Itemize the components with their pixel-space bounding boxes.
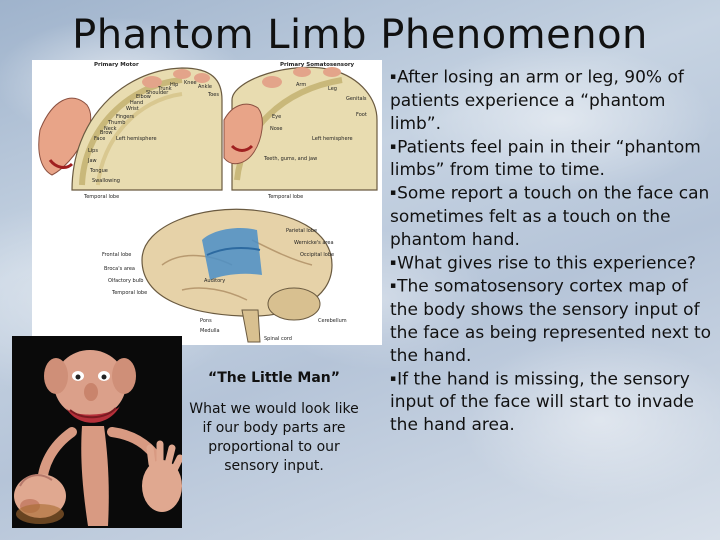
bullet-text: After losing an arm or leg, 90% of patie… xyxy=(390,67,684,134)
bullet-text: Some report a touch on the face can some… xyxy=(390,183,710,250)
bullet-text: The somatosensory cortex map of the body… xyxy=(390,276,712,366)
label-temporal-lobe-c: Temporal lobe xyxy=(111,290,147,296)
bullet-marker: ▪ xyxy=(390,257,397,268)
label-hand: Hand xyxy=(130,100,143,106)
label-neck: Neck xyxy=(104,126,117,132)
caption-text: What we would look like if our body part… xyxy=(189,401,359,474)
bullet-item: ▪If the hand is missing, the sensory inp… xyxy=(390,368,712,438)
label-brocas-area: Broca's area xyxy=(104,266,135,272)
label-trunk: Trunk xyxy=(157,86,172,92)
label-frontal-lobe: Frontal lobe xyxy=(102,252,131,258)
caption-title: “The Little Man” xyxy=(208,370,340,386)
bullet-marker: ▪ xyxy=(390,188,397,198)
label-lips: Lips xyxy=(88,148,98,154)
label-temporal-lobe-b: Temporal lobe xyxy=(267,194,303,200)
bullet-marker: ▪ xyxy=(390,281,397,291)
label-cerebellum: Cerebellum xyxy=(318,318,347,324)
bullet-marker: ▪ xyxy=(390,141,397,152)
label-olfactory-bulb: Olfactory bulb xyxy=(108,278,143,284)
label-face: Face xyxy=(94,136,105,142)
label-auditory: Auditory xyxy=(204,278,225,284)
bullet-item: ▪What gives rise to this experience? xyxy=(390,252,712,276)
label-tongue: Tongue xyxy=(89,168,108,174)
bullet-item: ▪The somatosensory cortex map of the bod… xyxy=(390,275,712,368)
bullet-text: Patients feel pain in their “phantom lim… xyxy=(390,137,701,180)
label-eye: Eye xyxy=(272,114,281,120)
caption-box: “The Little Man” What we would look like… xyxy=(186,370,362,476)
bullet-item: ▪Patients feel pain in their “phantom li… xyxy=(390,136,712,183)
sensory-homunculus-image xyxy=(12,336,182,528)
label-toes: Toes xyxy=(207,92,219,98)
label-fingers: Fingers xyxy=(116,114,134,120)
label-arm: Arm xyxy=(296,82,306,88)
label-medulla: Medulla xyxy=(200,328,220,334)
label-nose: Nose xyxy=(270,126,282,132)
label-thumb: Thumb xyxy=(107,120,125,126)
label-primary-somatosensory: Primary Somatosensory xyxy=(280,62,355,68)
slide-title: Phantom Limb Phenomenon xyxy=(72,12,648,58)
label-shoulder: Shoulder xyxy=(146,90,169,96)
label-ankle: Ankle xyxy=(198,84,212,90)
bullet-item: ▪Some report a touch on the face can som… xyxy=(390,182,712,252)
bullet-item: ▪After losing an arm or leg, 90% of pati… xyxy=(390,66,712,136)
label-knee: Knee xyxy=(184,80,197,86)
label-swallowing: Swallowing xyxy=(92,178,120,184)
label-left-hemisphere-a: Left hemisphere xyxy=(116,136,157,142)
label-spinal-cord: Spinal cord xyxy=(264,336,292,342)
label-leg: Leg xyxy=(328,86,337,92)
bullet-text: What gives rise to this experience? xyxy=(397,253,697,273)
label-primary-motor: Primary Motor xyxy=(94,62,139,68)
brain-homunculus-illustration: Primary Motor Primary Somatosensory Left… xyxy=(32,60,382,345)
label-teeth-gums-jaw: Teeth, gums, and jaw xyxy=(263,156,317,162)
label-jaw: Jaw xyxy=(87,158,97,164)
label-foot: Foot xyxy=(356,112,367,118)
bullet-marker: ▪ xyxy=(390,72,397,82)
label-pons: Pons xyxy=(200,318,212,324)
label-genitals: Genitals xyxy=(346,96,367,102)
label-parietal-lobe: Parietal lobe xyxy=(286,228,317,234)
label-occipital-lobe: Occipital lobe xyxy=(300,252,334,258)
label-left-hemisphere-b: Left hemisphere xyxy=(312,136,353,142)
bullet-marker: ▪ xyxy=(390,373,397,384)
label-brow: Brow xyxy=(100,130,113,136)
label-elbow: Elbow xyxy=(136,94,151,100)
label-hip: Hip xyxy=(170,82,178,88)
label-wrist: Wrist xyxy=(126,106,139,112)
bullet-list: ▪After losing an arm or leg, 90% of pati… xyxy=(390,66,712,437)
bullet-text: If the hand is missing, the sensory inpu… xyxy=(390,369,695,435)
label-wernickes-area: Wernicke's area xyxy=(294,240,334,246)
label-temporal-lobe-a: Temporal lobe xyxy=(83,194,119,200)
